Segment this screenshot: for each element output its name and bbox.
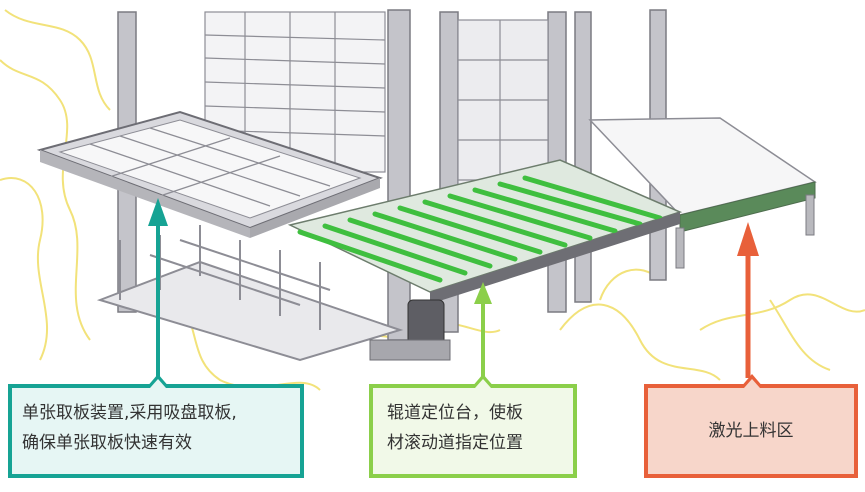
roller-positioning-callout: 辊道定位台，使板 材滚动道指定位置 bbox=[369, 374, 577, 478]
motor bbox=[369, 299, 451, 361]
single-sheet-line-2: 确保单张取板快速有效 bbox=[22, 433, 192, 453]
base-frame bbox=[96, 225, 404, 362]
single-sheet-picking-callout: 单张取板装置,采用吸盘取板, 确保单张取板快速有效 bbox=[8, 374, 304, 478]
single-sheet-line-1: 单张取板装置,采用吸盘取板, bbox=[22, 403, 237, 423]
arrow-teal bbox=[148, 198, 168, 380]
arrow-orange bbox=[737, 222, 759, 378]
roller-table-line-1: 辊道定位台，使板 bbox=[387, 403, 523, 423]
arrow-green bbox=[474, 282, 492, 378]
sheet-picking-frame bbox=[36, 110, 383, 238]
callout-tip-fill bbox=[475, 379, 491, 388]
laser-loading-table bbox=[588, 117, 817, 269]
laser-loading-label: 激光上料区 bbox=[708, 421, 794, 441]
roller-table-line-2: 材滚动道指定位置 bbox=[387, 433, 523, 453]
roller-table bbox=[287, 159, 683, 304]
callout-tip-fill bbox=[150, 379, 166, 388]
laser-loading-callout: 激光上料区 bbox=[644, 374, 858, 478]
callout-tip-fill bbox=[744, 379, 760, 388]
